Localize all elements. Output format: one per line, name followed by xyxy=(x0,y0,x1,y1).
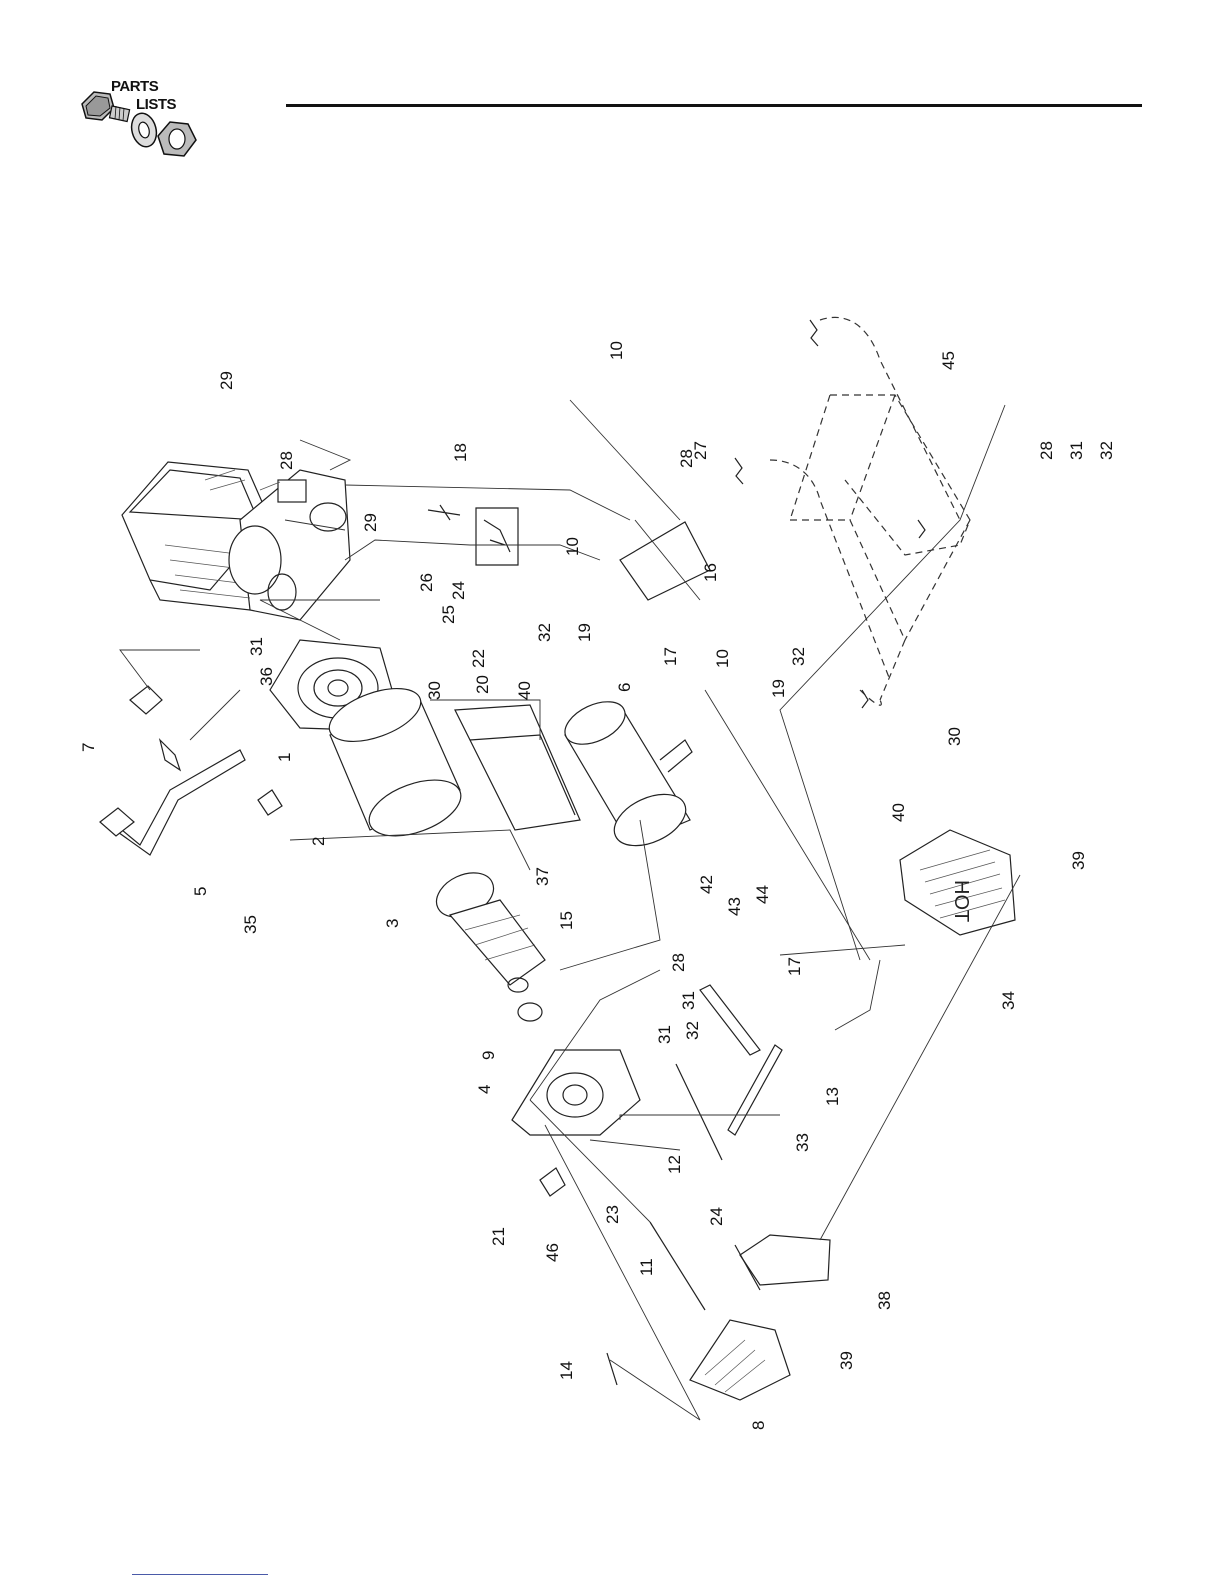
callout-30: 30 xyxy=(945,727,964,746)
callout-42: 42 xyxy=(697,875,716,894)
callout-21: 21 xyxy=(489,1227,508,1246)
callout-46: 46 xyxy=(543,1243,562,1262)
callout-31: 31 xyxy=(247,637,266,656)
callout-31: 31 xyxy=(679,991,698,1010)
hot-label: HOT xyxy=(950,880,972,922)
callout-32: 32 xyxy=(1097,441,1116,460)
front-carrier-drawing xyxy=(512,1050,640,1135)
exhaust-pipe-drawing xyxy=(100,686,282,855)
callout-20: 20 xyxy=(473,675,492,694)
callout-32: 32 xyxy=(683,1021,702,1040)
callout-35: 35 xyxy=(241,915,260,934)
callout-17: 17 xyxy=(785,957,804,976)
callout-15: 15 xyxy=(557,911,576,930)
callout-17: 17 xyxy=(661,647,680,666)
callout-6: 6 xyxy=(615,683,634,692)
callout-43: 43 xyxy=(725,897,744,916)
callout-36: 36 xyxy=(257,667,276,686)
callout-29: 29 xyxy=(361,513,380,532)
callout-8: 8 xyxy=(749,1421,768,1430)
callout-10: 10 xyxy=(713,649,732,668)
callout-40: 40 xyxy=(889,803,908,822)
callout-19: 19 xyxy=(575,623,594,642)
callout-31: 31 xyxy=(1067,441,1086,460)
callout-45: 45 xyxy=(939,351,958,370)
callout-22: 22 xyxy=(469,649,488,668)
callout-40: 40 xyxy=(515,681,534,700)
callout-24: 24 xyxy=(449,581,468,600)
callout-34: 34 xyxy=(999,991,1018,1010)
callout-24: 24 xyxy=(707,1207,726,1226)
callout-19: 19 xyxy=(769,679,788,698)
callout-37: 37 xyxy=(533,867,552,886)
callout-44: 44 xyxy=(753,885,772,904)
callout-3: 3 xyxy=(383,919,402,928)
callout-18: 18 xyxy=(451,443,470,462)
callout-10: 10 xyxy=(563,537,582,556)
callout-9: 9 xyxy=(479,1051,498,1060)
callout-30: 30 xyxy=(425,681,444,700)
callout-1: 1 xyxy=(275,753,294,762)
bearing-drawing xyxy=(518,1003,542,1021)
callout-38: 38 xyxy=(875,1291,894,1310)
callout-13: 13 xyxy=(823,1087,842,1106)
callout-39: 39 xyxy=(1069,851,1088,870)
muffler-bracket-drawing xyxy=(455,705,580,830)
callout-10: 10 xyxy=(607,341,626,360)
callout-23: 23 xyxy=(603,1205,622,1224)
tank-bracket-drawing xyxy=(700,985,782,1135)
engine-drawing xyxy=(122,462,350,620)
callout-32: 32 xyxy=(789,647,808,666)
callout-28: 28 xyxy=(669,953,688,972)
callout-12: 12 xyxy=(665,1155,684,1174)
callout-28: 28 xyxy=(677,449,696,468)
callout-16: 16 xyxy=(701,563,720,582)
callout-31: 31 xyxy=(655,1025,674,1044)
callout-25: 25 xyxy=(439,605,458,624)
footer-rule xyxy=(132,1574,268,1575)
callout-32: 32 xyxy=(535,623,554,642)
callout-39: 39 xyxy=(837,1351,856,1370)
callout-2: 2 xyxy=(309,837,328,846)
callout-7: 7 xyxy=(79,743,98,752)
callout-14: 14 xyxy=(557,1361,576,1380)
callout-11: 11 xyxy=(637,1258,656,1276)
callout-29: 29 xyxy=(217,371,236,390)
callout-28: 28 xyxy=(1037,441,1056,460)
callout-33: 33 xyxy=(793,1133,812,1152)
callout-26: 26 xyxy=(417,573,436,592)
callout-5: 5 xyxy=(191,887,210,896)
callout-4: 4 xyxy=(475,1085,494,1094)
frame-drawing xyxy=(735,317,970,708)
rotor-drawing xyxy=(429,864,545,992)
callout-28: 28 xyxy=(277,451,296,470)
heat-shield-drawing: HOT xyxy=(900,830,1015,935)
muffler-drawing xyxy=(558,693,693,856)
